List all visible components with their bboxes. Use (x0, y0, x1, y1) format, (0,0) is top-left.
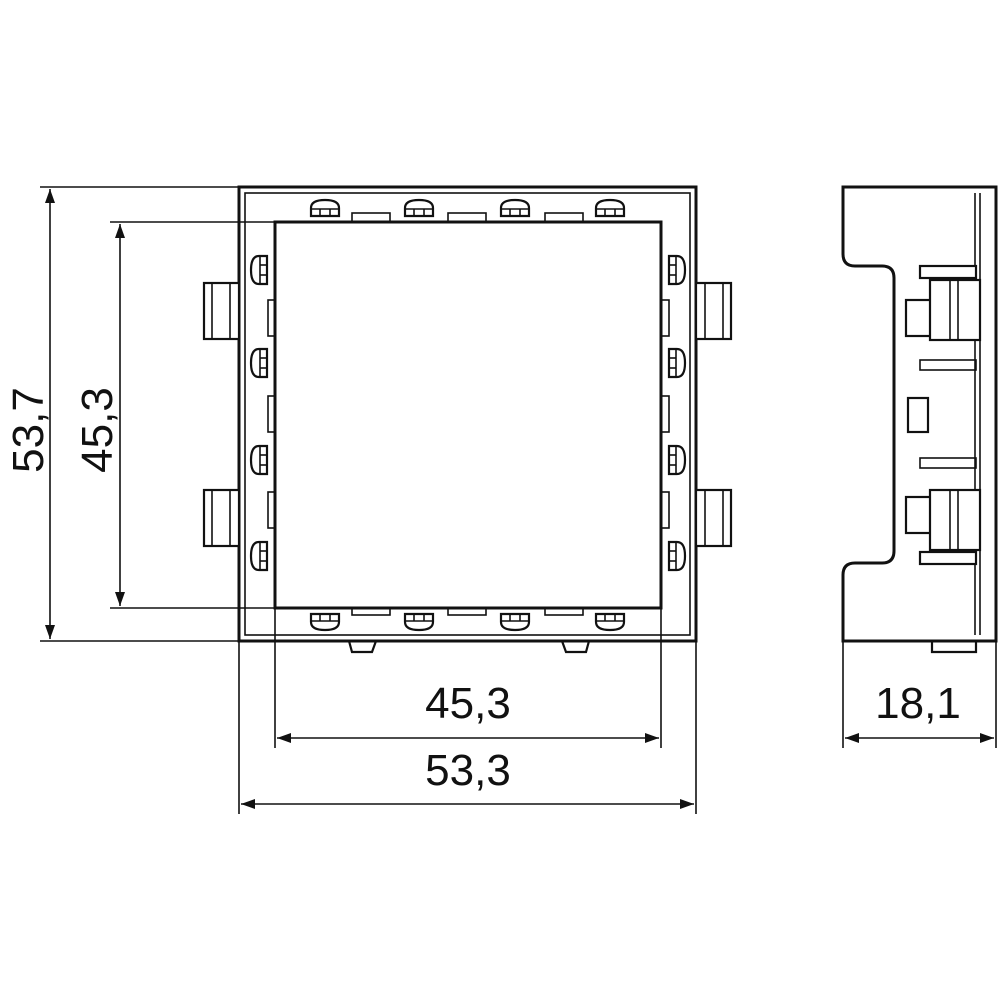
side-tabs (202, 281, 733, 548)
snap-clip (499, 198, 531, 218)
snap-clip (667, 444, 687, 476)
snap-clip (594, 198, 626, 218)
snap-clip (249, 540, 269, 572)
lower-latch (904, 457, 982, 566)
bottom-clips (309, 612, 626, 632)
depth-label: 18,1 (875, 679, 961, 728)
snap-clip (499, 612, 531, 632)
inner-width-label: 45,3 (425, 679, 511, 728)
right-clips (667, 254, 687, 572)
inner-height-label: 45,3 (73, 387, 122, 473)
dimensions: 53,7 45,3 45,3 53,3 18,1 (4, 186, 997, 814)
center-cover (273, 220, 663, 610)
outer-height-label: 53,7 (4, 387, 53, 473)
side-foot (930, 641, 978, 654)
upper-latch (904, 264, 982, 371)
snap-clip (249, 444, 269, 476)
snap-clip (249, 254, 269, 286)
center-notch (906, 396, 930, 434)
side-view (841, 185, 998, 654)
snap-clip (594, 612, 626, 632)
snap-clip (309, 612, 341, 632)
snap-clip (309, 198, 341, 218)
bottom-feet (347, 640, 591, 654)
outer-width-label: 53,3 (425, 746, 511, 795)
snap-clip (667, 347, 687, 379)
snap-clip (403, 198, 435, 218)
snap-clip (667, 540, 687, 572)
snap-clip (667, 254, 687, 286)
snap-clip (403, 612, 435, 632)
front-view (202, 185, 733, 654)
top-clips (309, 198, 626, 218)
snap-clip (249, 347, 269, 379)
inner-rim (244, 192, 691, 636)
left-clips (249, 254, 269, 572)
